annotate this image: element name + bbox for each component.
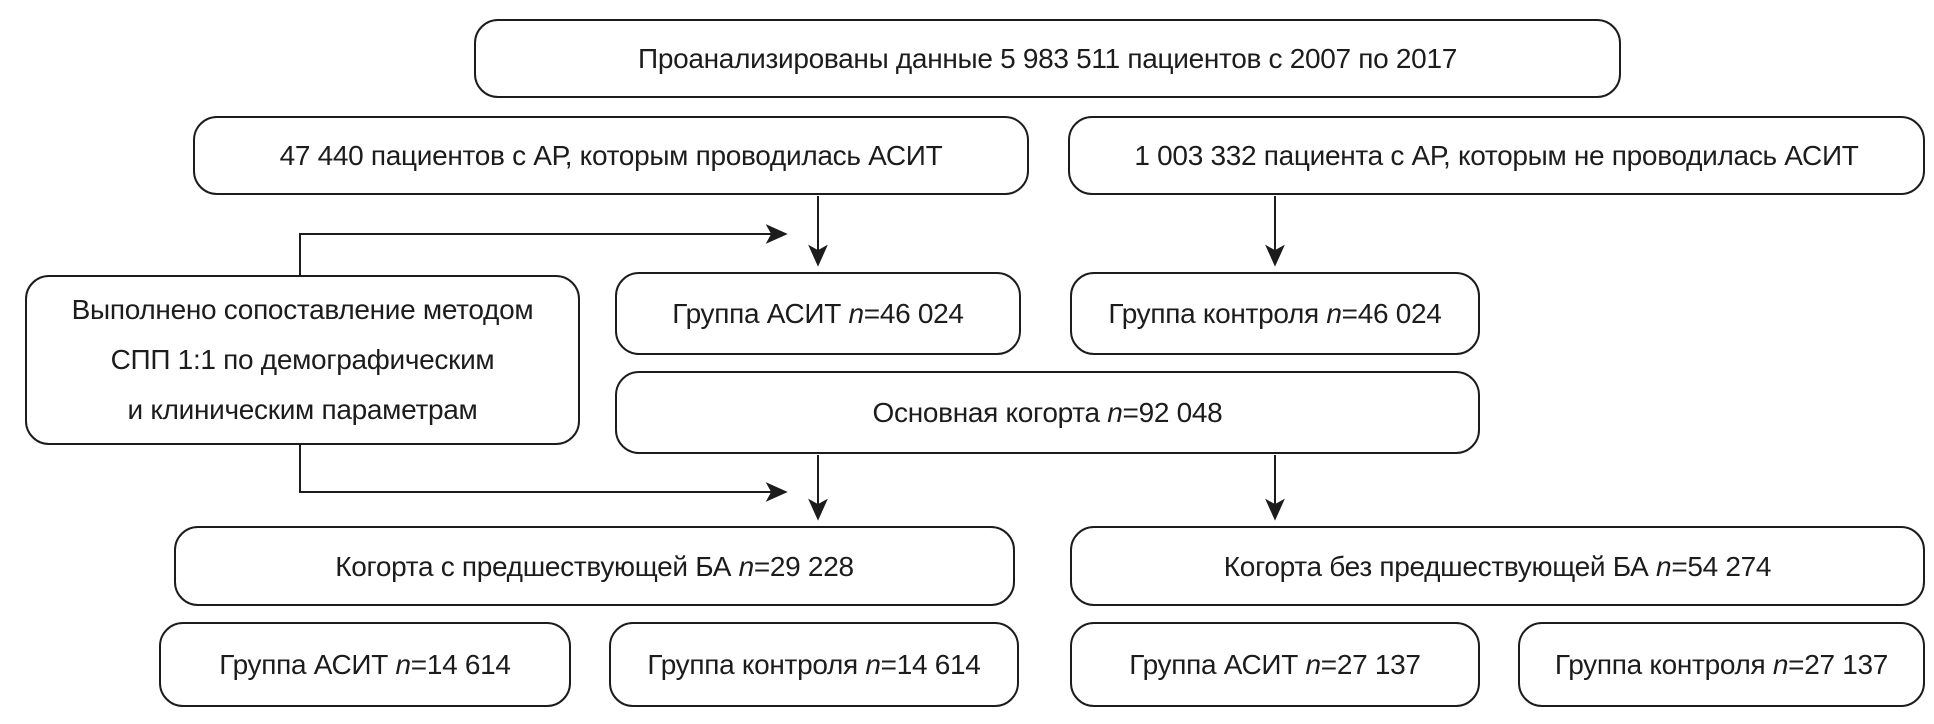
node-matching-method-line3: и клиническим параметрам [127,393,478,425]
node-control-group-main: Группа контроля n=46 024 [1070,272,1480,355]
arrow-matching-to-groups [299,224,788,276]
node-asit-group-main-label: Группа АСИТ n=46 024 [672,298,964,329]
node-ar-without-asit: 1 003 332 пациента с АР, которым не пров… [1068,116,1925,195]
node-control-group-ba: Группа контроля n=14 614 [609,622,1019,707]
node-control-group-noba-label: Группа контроля n=27 137 [1554,649,1889,680]
node-main-cohort-label: Основная когорта n=92 048 [872,397,1223,428]
node-control-group-ba-label: Группа контроля n=14 614 [647,649,981,680]
node-main-cohort: Основная когорта n=92 048 [615,371,1480,454]
node-control-group-main-label: Группа контроля n=46 024 [1108,298,1442,329]
node-ar-with-asit: 47 440 пациентов с АР, которым проводила… [193,116,1029,195]
node-cohort-without-ba: Когорта без предшествующей БА n=54 274 [1070,526,1925,606]
node-asit-group-ba-label: Группа АСИТ n=14 614 [219,649,511,680]
node-asit-group-noba-label: Группа АСИТ n=27 137 [1129,649,1421,680]
node-cohort-with-ba: Когорта с предшествующей БА n=29 228 [174,526,1015,606]
node-matching-method: Выполнено сопоставление методом СПП 1:1 … [25,275,580,445]
node-matching-method-line2: СПП 1:1 по демографическим [110,344,495,376]
arrow-matching-to-cohorts [299,444,788,502]
node-asit-group-noba: Группа АСИТ n=27 137 [1070,622,1480,707]
node-cohort-without-ba-label: Когорта без предшествующей БА n=54 274 [1223,550,1772,582]
node-analyzed-patients: Проанализированы данные 5 983 511 пациен… [474,19,1621,98]
node-matching-method-line1: Выполнено сопоставление методом [71,294,534,326]
node-analyzed-patients-label: Проанализированы данные 5 983 511 пациен… [638,43,1457,74]
node-ar-with-asit-label: 47 440 пациентов с АР, которым проводила… [279,140,943,171]
node-control-group-noba: Группа контроля n=27 137 [1518,622,1925,707]
node-cohort-with-ba-label: Когорта с предшествующей БА n=29 228 [335,550,854,582]
node-ar-without-asit-label: 1 003 332 пациента с АР, которым не пров… [1134,140,1859,171]
node-asit-group-main: Группа АСИТ n=46 024 [615,272,1021,355]
node-asit-group-ba: Группа АСИТ n=14 614 [159,622,571,707]
